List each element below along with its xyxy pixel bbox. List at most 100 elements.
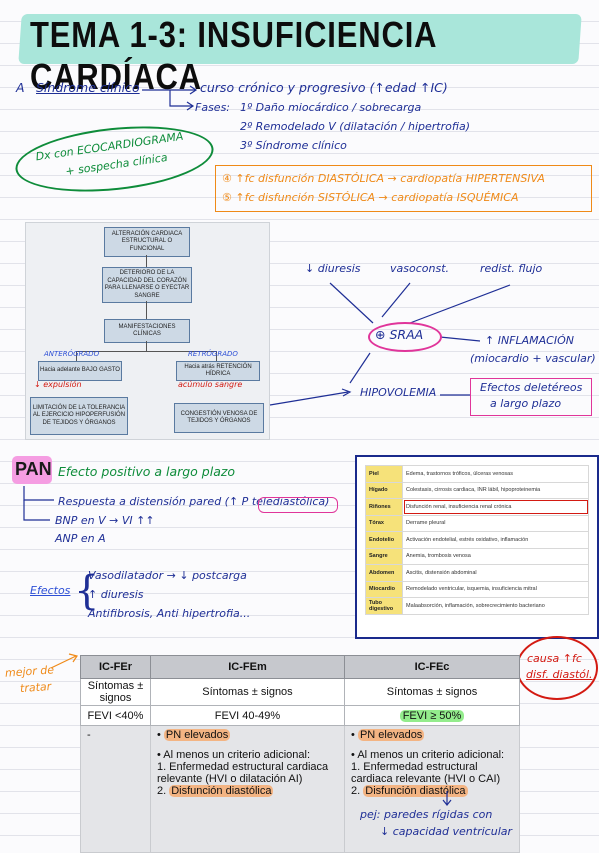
note-causa-2: disf. diastól. [526,668,593,681]
sindrome-curso: curso crónico y progresivo (↑edad ↑IC) [200,80,448,95]
ic-crit-item: • Al menos un criterio adicional: [156,749,311,761]
organ-key: Hígado [365,481,403,499]
note-pej-2: ↓ capacidad ventricular [380,825,513,838]
expulsion-note: ↓ expulsión [34,380,82,389]
ic-pn-elevados: PN elevados [357,729,425,741]
organ-value: Activación endotelial, estrés oxidativo,… [402,531,589,549]
organ-value: Ascitis, distensión abdominal [402,564,589,582]
retrogrado-note: RETRÓGRADO [188,350,238,358]
flow-box-congestion: CONGESTIÓN VENOSA DE TEJIDOS Y ÓRGANOS [174,403,264,433]
ic-crit-2: 2. Disfunción diastólica [351,785,513,797]
organ-value: Derrame pleural [402,514,589,532]
pan-efecto-2: ↑ diuresis [88,588,144,601]
ic-header-fec: IC-FEc [344,655,520,679]
ic-pn-item: • PN elevados [351,729,425,741]
sraa-inflamacion: ↑ INFLAMACIÓN [485,334,574,347]
fase-2: 2º Remodelado V (dilatación / hipertrofi… [240,120,471,133]
ic-signos-fem: Síntomas ± signos [149,678,346,706]
organ-value: Disfunción renal, insuficiencia renal cr… [402,498,589,516]
deleterios-line-2: a largo plazo [490,397,562,410]
organ-key: Abdomen [365,564,403,582]
sraa-vasoconst: vasoconst. [390,262,450,275]
table-row: Síntomas ± signos Síntomas ± signos Sínt… [80,678,520,706]
sindrome-arrows [142,85,198,111]
pan-bnp: BNP en V → VI ↑↑ [55,514,155,527]
flowchart: ALTERACIÓN CARDIACA ESTRUCTURAL O FUNCIO… [25,222,270,440]
organ-value: Remodelado ventricular, isquemia, insufi… [402,580,589,598]
ic-signos-fec: Síntomas ± signos [344,678,520,706]
organ-key: Tórax [365,514,403,532]
sraa-diuresis: ↓ diuresis [305,262,361,275]
sraa-inflamacion-sub: (miocardio + vascular) [470,352,596,365]
flow-arrow [76,351,77,361]
ic-disfuncion-diastolica: Disfunción diastólica [169,785,274,797]
organ-key: Piel [365,465,403,483]
ic-table: IC-FEr IC-FEm IC-FEc Síntomas ± signos S… [80,655,520,853]
organ-value: Edema, trastornos tróficos, úlceras veno… [402,465,589,483]
ic-criteria-dash: - [87,729,91,741]
organ-value: Anemia, trombosis venosa [402,547,589,565]
fase-3: 3º Síndrome clínico [240,139,347,152]
organ-key: Tubo digestivo [365,597,403,615]
ic-pn-item: • PN elevados [156,729,231,741]
ic-fevi-fec: FEVI ≥ 50% [344,705,520,726]
pan-efecto-3: Antifibrosis, Anti hipertrofia... [88,607,251,620]
flow-box-alteracion: ALTERACIÓN CARDIACA ESTRUCTURAL O FUNCIO… [104,227,190,257]
note-pej-1: pej: paredes rígidas con [360,808,493,821]
pan-label: PAN [15,459,52,479]
organ-value: Malaabsorción, inflamación, sobrecrecimi… [402,597,589,615]
sraa-redist: redist. flujo [480,262,543,275]
flow-arrow [146,255,147,267]
table-row: - • PN elevados • Al menos un criterio a… [80,725,520,853]
pan-efecto-1: Vasodilatador → ↓ postcarga [88,569,247,582]
ic-pn-elevados: PN elevados [163,729,231,741]
deleterios-box [470,378,592,416]
pan-efectos-label: Efectos [30,584,71,597]
ic-crit-2-prefix: 2. [156,785,170,797]
acumulo-note: acúmulo sangre [178,380,243,389]
pan-arrows [23,486,54,521]
ic-crit-text: Al menos un criterio adicional: [357,749,505,761]
ic-fevi-fec-value: FEVI ≥ 50% [399,709,465,722]
page-title: TEMA 1-3: INSUFICIENCIA CARDÍACA [30,14,437,97]
ic-fevi-fem: FEVI 40-49% [149,705,346,726]
pej-arrow [442,791,452,806]
orange-line-2: ⑤ ↑fc disfunción SISTÓLICA → cardiopatía… [222,191,519,204]
note-mejor-arrow [50,653,78,669]
flow-arrow [146,301,147,319]
ic-crit-2-prefix: 2. [351,785,364,797]
organ-key: Riñones [365,498,403,516]
sindrome-label: Síndrome clínico [36,80,140,95]
organ-value: Colestasis, cirrosis cardiaca, INR lábil… [402,481,589,499]
ic-crit-item: • Al menos un criterio adicional: [351,749,505,761]
flow-box-bajo-gasto: Hacia adelante BAJO GASTO [38,361,122,381]
ic-signos-fer: Síntomas ± signos [80,678,151,706]
ic-criteria-fer: - [80,725,151,853]
sraa-center: ⊕ SRAA [375,327,424,342]
orange-box [215,165,592,212]
ic-criteria-fem: • PN elevados • Al menos un criterio adi… [149,725,346,853]
orange-line-1: ④ ↑fc disfunción DIASTÓLICA → cardiopatí… [222,172,545,185]
ic-criteria-fec: • PN elevados • Al menos un criterio adi… [344,725,520,853]
note-mejor-1: mejor de [4,663,55,680]
organ-key: Endotelio [365,531,403,549]
organ-key: Sangre [365,547,403,565]
sindrome-marker: A [16,80,25,95]
fase-1: 1º Daño miocárdico / sobrecarga [240,101,422,114]
note-causa-1: causa ↑fc [527,652,582,665]
pan-respuesta-highlight [258,497,338,513]
ic-crit-text: Al menos un criterio adicional: [163,749,311,761]
flow-box-manifestaciones: MANIFESTACIONES CLÍNICAS [104,319,190,343]
ic-disfuncion-diastolica: Disfunción diastólica [363,785,468,797]
sraa-arrows [329,282,511,396]
deleterios-line-1: Efectos deletéreos [480,381,583,394]
flow-box-deterioro: DETERIORO DE LA CAPACIDAD DEL CORAZÓN PA… [102,267,192,303]
